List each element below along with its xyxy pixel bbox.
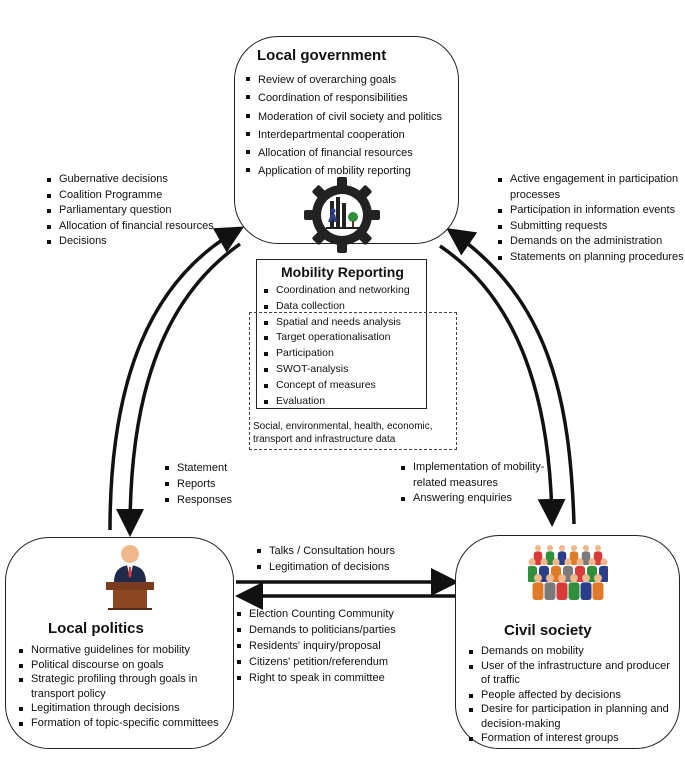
local-government-item: Review of overarching goals [245, 71, 457, 89]
local-politics-item: Legitimation through decisions [18, 701, 230, 716]
society-to-government-item: Active engagement in participation proce… [497, 172, 685, 203]
civil-society-item: Demands on mobility [468, 644, 673, 659]
local-politics-item: Political discourse on goals [18, 658, 230, 673]
local-politics-item: Normative guidelines for mobility [18, 643, 230, 658]
government-to-politics-item: Reports [164, 476, 264, 492]
society-to-politics-item: Residents' inquiry/proposal [236, 638, 451, 654]
society-to-government-item: Statements on planning procedures [497, 250, 685, 266]
local-government-item: Allocation of financial resources [245, 144, 457, 162]
arrow-politics-to-government [108, 226, 245, 531]
local-government-item: Application of mobility reporting [245, 162, 457, 180]
local-politics-box: Local politics Normative guidelines for … [5, 537, 234, 749]
data-sources-box [249, 312, 457, 450]
mobility-reporting-item: Spatial and needs analysis [263, 315, 428, 331]
person-figure [592, 574, 604, 600]
person-figure [569, 544, 579, 565]
mobility-reporting-box: Mobility Reporting Coordination and netw… [256, 259, 427, 409]
mobility-reporting-item: Target operationalisation [263, 330, 428, 346]
society-to-government-item: Submitting requests [497, 219, 685, 235]
civil-society-item: User of the infrastructure and producer … [468, 659, 673, 688]
civil-society-item: Desire for participation in planning and… [468, 702, 673, 731]
society-to-government-item: Participation in information events [497, 203, 685, 219]
politics-to-society-item: Legitimation of decisions [256, 559, 446, 575]
government-to-society-item: Answering enquiries [400, 491, 550, 507]
society-to-politics-item: Election Counting Community [236, 606, 451, 622]
government-to-society-list: Implementation of mobility-related measu… [400, 460, 550, 507]
politics-to-government-item: Coalition Programme [46, 188, 236, 204]
civil-society-item: Formation of interest groups [468, 731, 673, 746]
politics-to-government-item: Parliamentary question [46, 203, 236, 219]
local-government-item: Moderation of civil society and politics [245, 108, 457, 126]
society-to-politics-item: Right to speak in committee [236, 670, 451, 686]
data-sources-note: Social, environmental, health, economic,… [253, 421, 433, 445]
local-politics-item: Formation of topic-specific committees [18, 716, 230, 731]
person-figure [556, 574, 568, 600]
politics-to-government-item: Allocation of financial resources [46, 219, 236, 235]
civil-society-title: Civil society [504, 622, 592, 639]
person-figure [557, 544, 567, 565]
government-to-society-item: Implementation of mobility-related measu… [400, 460, 550, 491]
mobility-reporting-item: Concept of measures [263, 378, 428, 394]
politics-to-government-item: Decisions [46, 234, 236, 250]
person-figure [581, 544, 591, 565]
civil-society-item: People affected by decisions [468, 688, 673, 703]
politics-to-society-item: Talks / Consultation hours [256, 543, 446, 559]
gear-icon [304, 177, 380, 253]
local-government-item: Coordination of responsibilities [245, 89, 457, 107]
person-figure [580, 574, 592, 600]
arrow-society-to-government [446, 228, 576, 525]
local-government-item: Interdepartmental cooperation [245, 126, 457, 144]
arrow-government-to-politics [116, 242, 242, 537]
government-to-politics-item: Statement [164, 460, 264, 476]
local-government-title: Local government [257, 47, 387, 64]
person-figure [533, 544, 543, 565]
speaker-at-podium-icon [106, 545, 154, 610]
society-to-government-list: Active engagement in participation proce… [497, 172, 685, 265]
person-figure [532, 574, 544, 600]
person-figure [593, 544, 603, 565]
politics-to-government-item: Gubernative decisions [46, 172, 236, 188]
local-politics-item: Strategic profiling through goals in tra… [18, 672, 230, 701]
society-to-government-item: Demands on the administration [497, 234, 685, 250]
society-to-politics-item: Citizens' petition/referendum [236, 654, 451, 670]
local-politics-title: Local politics [48, 620, 144, 637]
local-government-box: Local government Review of overarching g… [234, 36, 459, 244]
person-figure [545, 544, 555, 565]
arrow-government-to-society [439, 244, 566, 527]
society-to-politics-item: Demands to politicians/parties [236, 622, 451, 638]
mobility-reporting-item: Evaluation [263, 394, 428, 410]
mobility-reporting-item: Data collection [263, 299, 428, 315]
mobility-reporting-item: Coordination and networking [263, 283, 428, 299]
person-figure [568, 574, 580, 600]
mobility-reporting-item: Participation [263, 346, 428, 362]
government-to-politics-item: Responses [164, 492, 264, 508]
mobility-reporting-item: SWOT-analysis [263, 362, 428, 378]
person-figure [544, 574, 556, 600]
mobility-reporting-title: Mobility Reporting [281, 264, 404, 280]
crowd-icon [528, 544, 608, 600]
